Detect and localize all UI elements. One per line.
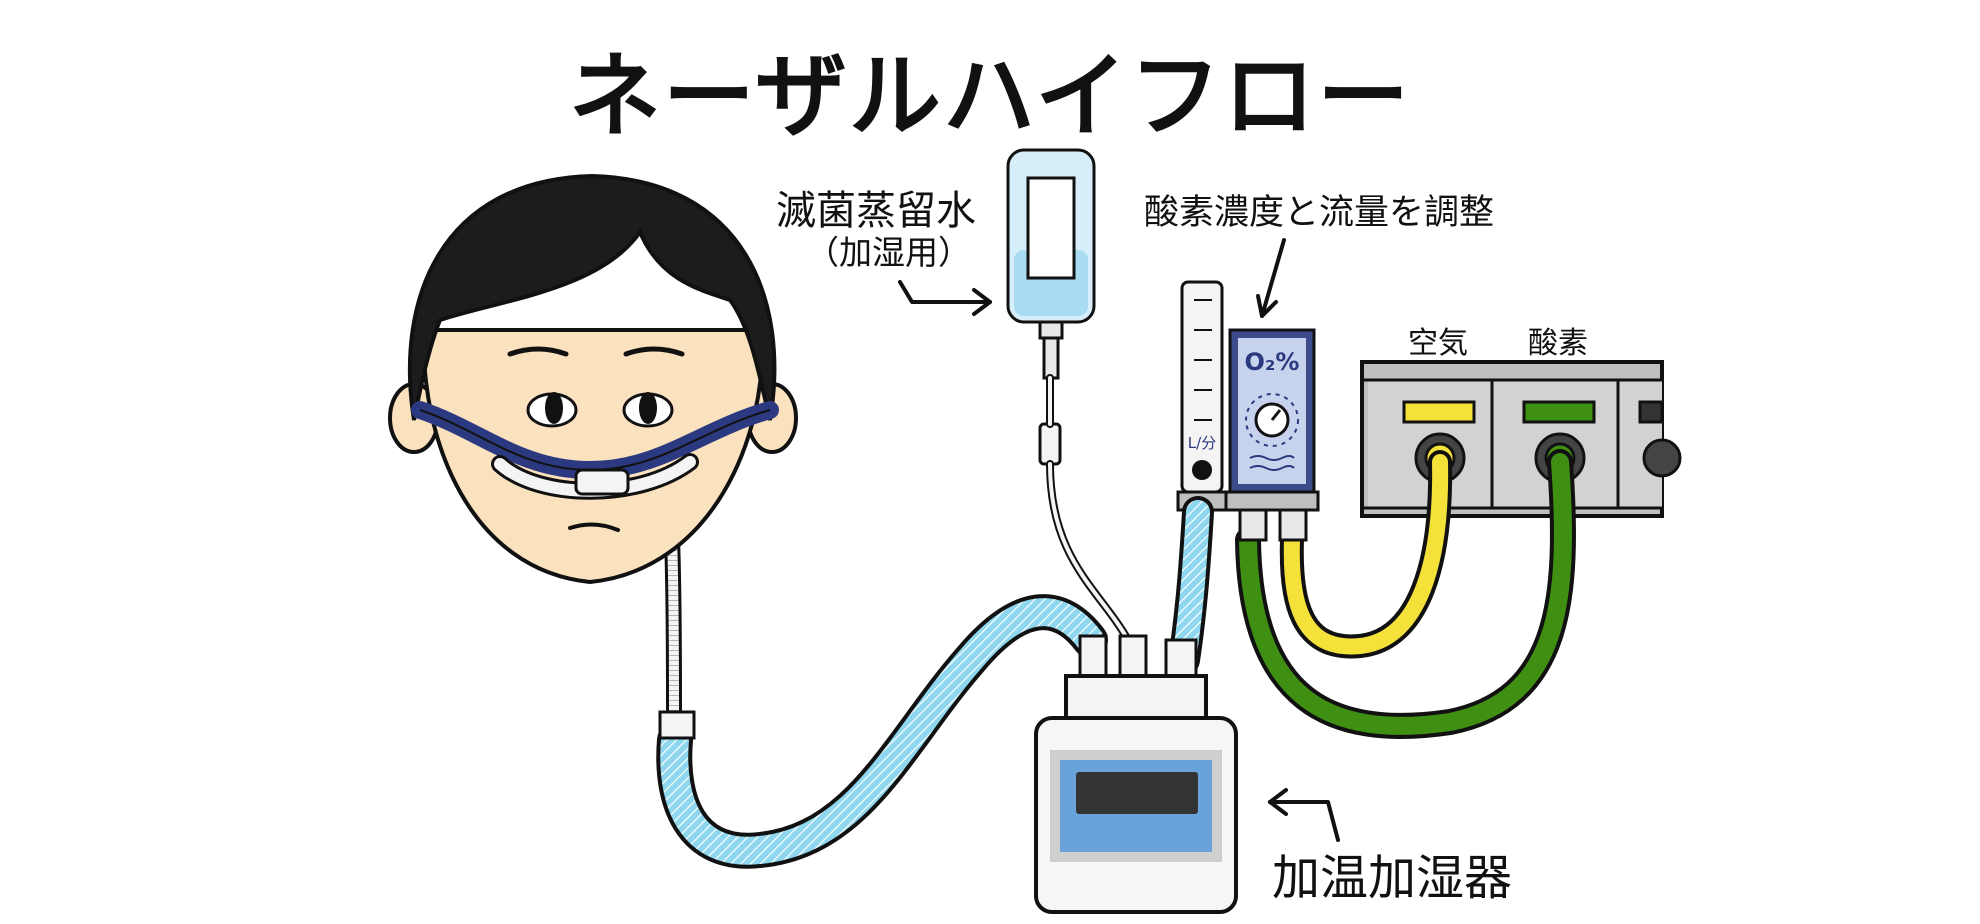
label-sterile-water: 滅菌蒸留水	[776, 188, 976, 234]
label-humidification-note: （加湿用）	[806, 233, 971, 272]
o2-percent-text: O₂%	[1245, 348, 1300, 376]
hair	[407, 173, 777, 421]
arrow-humidifier	[1268, 788, 1340, 842]
oxygen-hose	[1235, 449, 1576, 739]
label-oxygen-outlet: 酸素	[1528, 326, 1588, 361]
arrow-water	[898, 280, 992, 316]
flowmeter: L/分	[1176, 280, 1228, 512]
patient-face	[388, 173, 798, 585]
diagram-title: ネーザルハイフロー	[568, 43, 1412, 150]
water-line	[1046, 374, 1132, 644]
label-air-outlet: 空気	[1408, 326, 1468, 361]
arrow-adjust	[1256, 238, 1286, 318]
flowmeter-unit: L/分	[1188, 434, 1216, 452]
wall-gas-panel	[1360, 360, 1682, 518]
flow-tube-blender-to-humidifier	[1168, 496, 1214, 676]
cannula-connector	[658, 710, 696, 740]
heated-humidifier	[1034, 634, 1238, 914]
breathing-circuit-tube	[656, 594, 1108, 869]
sterile-water-bag	[1006, 148, 1096, 466]
oxygen-blender: O₂%	[1224, 328, 1320, 542]
label-adjust-oxygen: 酸素濃度と流量を調整	[1144, 193, 1495, 233]
air-hose	[1279, 450, 1453, 659]
label-humidifier: 加温加湿器	[1272, 850, 1513, 906]
